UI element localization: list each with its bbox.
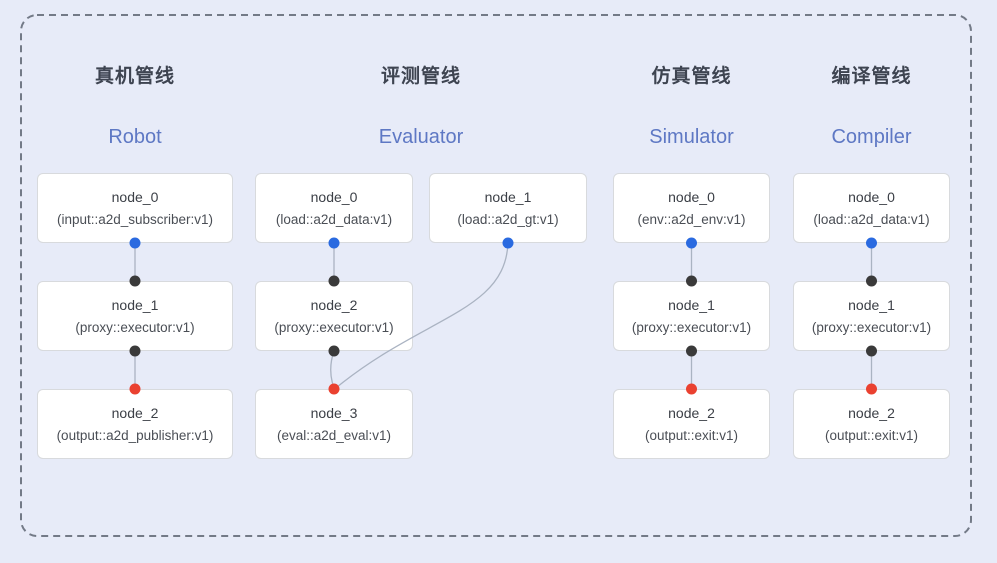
pipeline-title-zh-evaluator: 评测管线 [380,66,461,87]
pipeline-title-en-simulator: Simulator [649,126,734,148]
node-type: (proxy::executor:v1) [75,319,195,335]
node-name: node_1 [848,296,895,313]
node-card-simulator-node1[interactable]: node_1 (proxy::executor:v1) [613,281,770,351]
node-card-compiler-node1[interactable]: node_1 (proxy::executor:v1) [793,281,950,351]
node-card-evaluator-node2[interactable]: node_2 (proxy::executor:v1) [255,281,413,351]
node-type: (output::exit:v1) [644,427,739,443]
node-card-evaluator-node0[interactable]: node_0 (load::a2d_data:v1) [255,173,413,243]
node-card-robot-node0[interactable]: node_0 (input::a2d_subscriber:v1) [37,173,233,243]
pipeline-title-zh-compiler: 编译管线 [831,66,912,87]
node-name: node_2 [848,404,895,421]
pipeline-title-en-robot: Robot [108,126,162,148]
node-type: (load::a2d_data:v1) [275,211,393,227]
node-name: node_3 [310,404,358,421]
node-type: (output::exit:v1) [824,427,919,443]
node-type: (input::a2d_subscriber:v1) [56,211,214,227]
node-name: node_1 [111,296,159,313]
node-card-compiler-node0[interactable]: node_0 (load::a2d_data:v1) [793,173,950,243]
node-type: (output::a2d_publisher:v1) [56,427,214,443]
node-type: (proxy::executor:v1) [631,319,752,335]
node-name: node_0 [310,188,358,205]
node-type: (eval::a2d_eval:v1) [276,427,392,443]
pipeline-title-zh-simulator: 仿真管线 [651,66,732,87]
node-name: node_2 [310,296,358,313]
node-name: node_0 [848,188,895,205]
node-type: (env::a2d_env:v1) [637,211,746,227]
pipeline-title-en-compiler: Compiler [831,126,912,148]
node-card-compiler-node2[interactable]: node_2 (output::exit:v1) [793,389,950,459]
node-name: node_1 [484,188,532,205]
node-type: (load::a2d_gt:v1) [457,211,559,227]
node-card-robot-node1[interactable]: node_1 (proxy::executor:v1) [37,281,233,351]
edge-evaluator-n2-n3 [330,350,335,389]
node-name: node_2 [111,404,159,421]
node-card-simulator-node0[interactable]: node_0 (env::a2d_env:v1) [613,173,770,243]
pipeline-title-zh-robot: 真机管线 [94,66,175,87]
node-type: (proxy::executor:v1) [274,319,394,335]
node-card-robot-node2[interactable]: node_2 (output::a2d_publisher:v1) [37,389,233,459]
node-type: (proxy::executor:v1) [811,319,932,335]
node-card-evaluator-node3[interactable]: node_3 (eval::a2d_eval:v1) [255,389,413,459]
node-name: node_1 [668,296,715,313]
pipeline-title-en-evaluator: Evaluator [378,126,464,148]
node-card-simulator-node2[interactable]: node_2 (output::exit:v1) [613,389,770,459]
node-type: (load::a2d_data:v1) [813,211,930,227]
node-name: node_0 [111,188,159,205]
node-name: node_0 [668,188,715,205]
node-card-evaluator-node1[interactable]: node_1 (load::a2d_gt:v1) [429,173,587,243]
node-name: node_2 [668,404,715,421]
